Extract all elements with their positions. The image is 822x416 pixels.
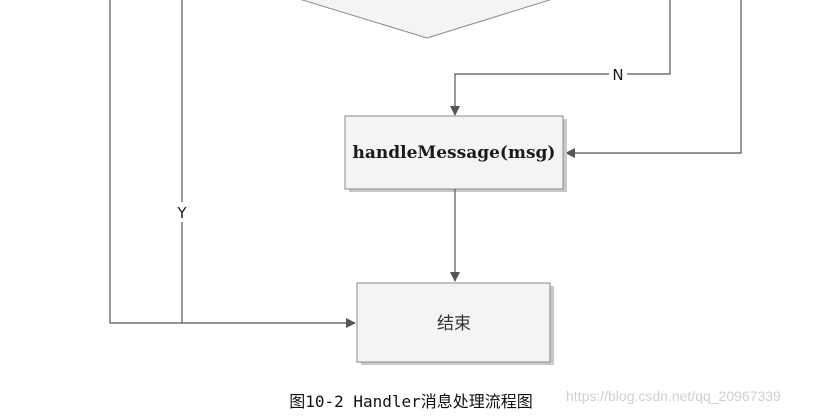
decision-diamond [300,0,552,39]
end-label: 结束 [437,314,471,334]
edge-label-yes-bg [172,202,192,222]
end-box [356,282,551,363]
edge-label-no: N [612,66,623,84]
edge-label-no-bg [609,65,627,83]
flowchart: N handleMessage(msg) Y 结束 [109,0,742,365]
handle-message-label: handleMessage(msg) [353,143,556,163]
figure-caption: 图10-2 Handler消息处理流程图 [289,392,533,411]
edge-no-branch [450,0,671,116]
edge-right-branch [565,0,742,158]
edge-label-yes: Y [176,204,187,222]
watermark: https://blog.csdn.net/qq_20967339 [566,388,781,404]
edge-left-outer [109,0,356,328]
handle-message-box [344,115,564,190]
